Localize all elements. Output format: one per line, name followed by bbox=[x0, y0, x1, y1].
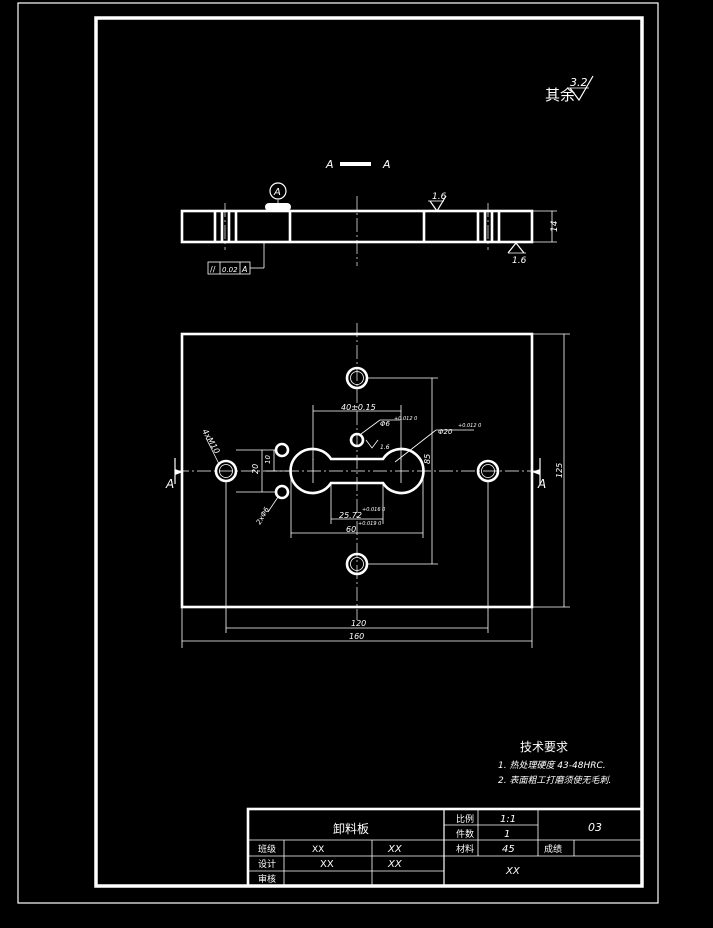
dim-pin-dia-tol: +0.012 0 bbox=[394, 416, 417, 422]
scale-value: 1:1 bbox=[500, 814, 516, 825]
section-mark-right: A bbox=[537, 477, 546, 491]
tolerance-symbol: // bbox=[210, 265, 216, 274]
pin-hole-upper bbox=[349, 432, 365, 448]
dim-width-overall: 160 bbox=[349, 632, 364, 641]
section-label-right: A bbox=[382, 158, 391, 171]
datum-label: A bbox=[273, 187, 281, 198]
designer-value-2: XX bbox=[387, 859, 403, 870]
datum-bubble bbox=[269, 182, 287, 200]
material-value: 45 bbox=[502, 844, 515, 855]
qty-value: 1 bbox=[504, 829, 510, 840]
dim-width-holes: 120 bbox=[351, 619, 366, 628]
reviewer-label: 审核 bbox=[258, 873, 276, 885]
pin-roughness-symbol bbox=[365, 439, 379, 449]
section-title: A A bbox=[325, 158, 391, 171]
class-value-2: XX bbox=[387, 844, 403, 855]
tolerance-datum: A bbox=[241, 265, 247, 274]
grade-label: 成绩 bbox=[544, 843, 562, 855]
drawing-number: 03 bbox=[588, 821, 602, 834]
class-label: 班级 bbox=[258, 843, 276, 855]
roughness-note-value: 3.2 bbox=[570, 76, 588, 89]
tech-requirement-2: 2. 表面粗工打磨须使无毛刺. bbox=[498, 775, 611, 786]
dim-slot-end-dia-tol: +0.012 0 bbox=[458, 423, 481, 429]
tech-requirements-title: 技术要求 bbox=[520, 740, 568, 754]
qty-label: 件数 bbox=[456, 828, 474, 840]
designer-value: XX bbox=[320, 859, 334, 870]
tech-requirements: 技术要求 1. 热处理硬度 43-48HRC. 2. 表面粗工打磨须使无毛刺. bbox=[498, 740, 611, 786]
roughness-symbol bbox=[569, 75, 594, 102]
plan-view: A A 160 120 125 85 40±0.15 25.72 +0.0 bbox=[165, 323, 570, 648]
dim-offset-10: 10 bbox=[264, 455, 272, 464]
section-label-left: A bbox=[325, 158, 334, 171]
general-roughness-note: 其余 3.2 bbox=[545, 75, 594, 104]
dim-height-inner: 85 bbox=[423, 454, 432, 464]
dim-slot-inner-tol: +0.016 0 bbox=[362, 507, 385, 513]
dim-small-holes: 2xΦ6 bbox=[255, 505, 271, 526]
school-value: XX bbox=[505, 866, 521, 877]
dim-pin-dia: Φ6 bbox=[380, 420, 391, 428]
sheet-outer-border bbox=[17, 2, 659, 904]
class-value: XX bbox=[312, 845, 324, 855]
dim-offset-20: 20 bbox=[251, 464, 260, 474]
dim-slot-outer-tol: +0.019 0 bbox=[358, 521, 381, 527]
roughness-bottom-symbol bbox=[507, 242, 525, 254]
section-dash bbox=[340, 162, 371, 166]
tolerance-frame bbox=[207, 261, 251, 275]
dim-tapped-holes: 4xM10 bbox=[200, 428, 221, 456]
section-mark-left: A bbox=[165, 477, 174, 491]
side-view: A 1.6 1.6 14 // 0.02 A bbox=[180, 182, 560, 275]
tech-requirement-1: 1. 热处理硬度 43-48HRC. bbox=[498, 760, 606, 771]
title-block-frame bbox=[246, 807, 644, 888]
material-label: 材料 bbox=[456, 843, 474, 855]
dim-slot-outer: 60 bbox=[346, 525, 356, 534]
roughness-bottom-value: 1.6 bbox=[512, 256, 527, 266]
pin-hole-left-upper bbox=[274, 442, 290, 458]
datum-feature bbox=[265, 203, 291, 211]
tolerance-value: 0.02 bbox=[222, 266, 238, 274]
dim-slot-width: 40±0.15 bbox=[341, 403, 376, 412]
thickness-dim: 14 bbox=[550, 220, 560, 232]
dim-pin-roughness: 1.6 bbox=[380, 444, 390, 451]
roughness-top-value: 1.6 bbox=[432, 192, 447, 202]
scale-label: 比例 bbox=[456, 813, 474, 825]
dim-slot-end-dia: Φ20 bbox=[438, 428, 453, 436]
pin-hole-left-lower bbox=[274, 484, 290, 500]
dim-slot-inner: 25.72 bbox=[339, 511, 362, 520]
sheet-inner-border bbox=[94, 16, 644, 888]
dim-height-overall: 125 bbox=[555, 463, 564, 478]
designer-label: 设计 bbox=[258, 858, 276, 870]
title-block: 卸料板 比例 1:1 件数 1 03 材料 45 成绩 班级 XX XX 设计 … bbox=[246, 807, 644, 888]
part-name: 卸料板 bbox=[333, 821, 369, 836]
roughness-note-label: 其余 bbox=[545, 86, 575, 104]
